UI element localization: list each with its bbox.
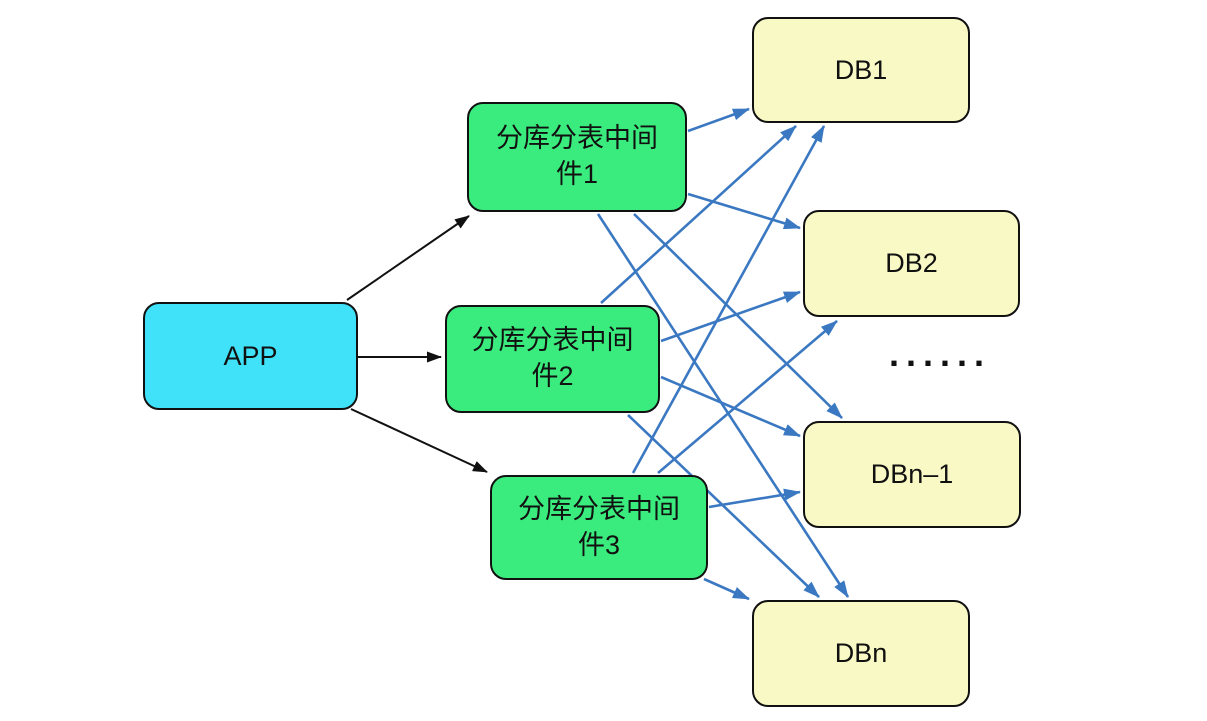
node-mw3: 分库分表中间件3 bbox=[490, 475, 708, 580]
node-dbn1: DBn–1 bbox=[803, 421, 1021, 528]
edge-mw2-db1 bbox=[600, 125, 797, 304]
edge-mw1-db1 bbox=[687, 107, 750, 133]
edge-mw3-dbn1 bbox=[708, 488, 801, 509]
edge-app-mw1 bbox=[346, 215, 470, 301]
node-app-label: APP bbox=[223, 340, 278, 371]
edge-mw1-dbn bbox=[596, 213, 850, 598]
edge-mw3-db2 bbox=[657, 320, 838, 474]
edge-mw1-dbn1 bbox=[633, 213, 843, 419]
node-db2: DB2 bbox=[803, 210, 1020, 317]
node-mw1-label: 分库分表中间件1 bbox=[496, 123, 658, 189]
edge-mw2-db2 bbox=[660, 290, 801, 343]
node-mw2-label: 分库分表中间件2 bbox=[471, 325, 634, 391]
node-db1: DB1 bbox=[752, 17, 970, 123]
ellipsis-dots: ...... bbox=[888, 333, 991, 374]
edge-app-mw3 bbox=[350, 408, 488, 473]
edge-mw1-db2 bbox=[687, 192, 801, 230]
edge-mw2-dbn1 bbox=[660, 375, 801, 438]
node-dbn1-label: DBn–1 bbox=[870, 459, 954, 489]
edge-mw3-db1 bbox=[631, 125, 826, 474]
node-mw3-label: 分库分表中间件3 bbox=[518, 493, 680, 560]
edge-mw2-dbn bbox=[627, 414, 820, 598]
node-mw1: 分库分表中间件1 bbox=[467, 102, 687, 212]
node-mw2: 分库分表中间件2 bbox=[445, 305, 660, 413]
node-db1-label: DB1 bbox=[834, 54, 888, 85]
node-app: APP bbox=[143, 302, 358, 410]
node-db2-label: DB2 bbox=[885, 248, 938, 278]
node-dbn-label: DBn bbox=[834, 638, 888, 668]
edge-mw3-dbn bbox=[703, 577, 750, 601]
node-dbn: DBn bbox=[752, 600, 970, 707]
